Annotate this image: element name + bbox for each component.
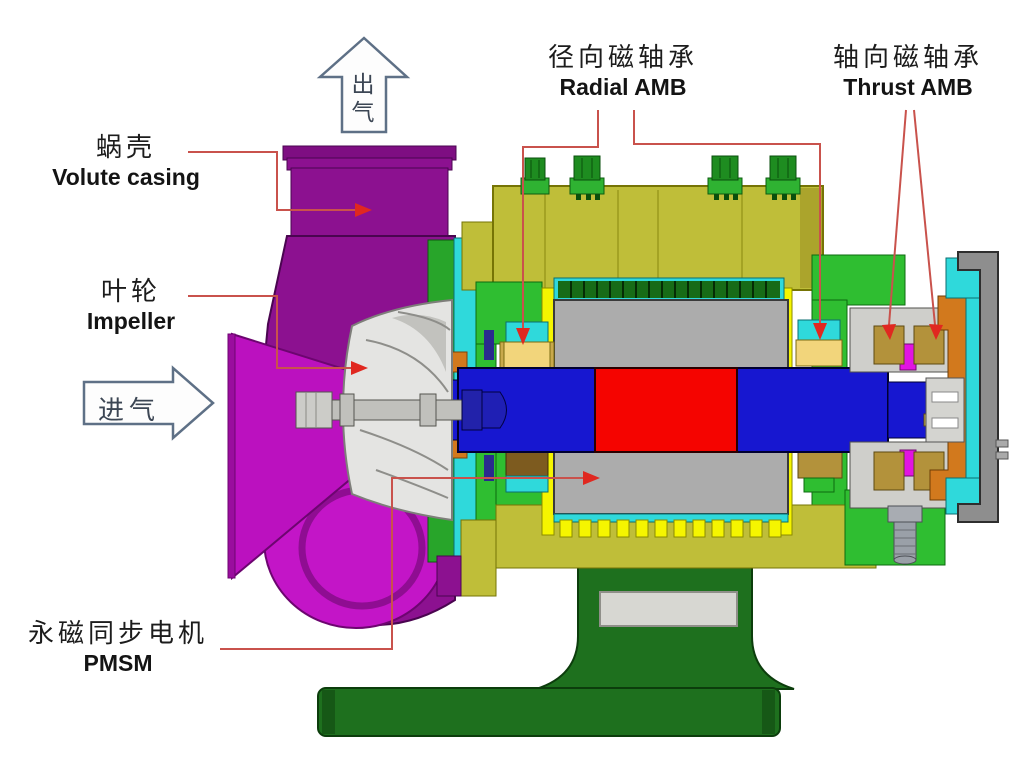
- stator-core-bottom-shape: [553, 451, 789, 515]
- base-pedestal-shape: [317, 555, 795, 737]
- inlet-arrow-label: 进气: [98, 396, 161, 426]
- leader-radial-right: [633, 110, 821, 326]
- drain-screw-shape: [887, 505, 923, 565]
- inlet-flow-arrow-shape: [82, 365, 215, 441]
- winding-teeth-shape: [559, 519, 782, 538]
- leader-thrust-right: [913, 109, 936, 326]
- shaft-tie-rod-shape: [295, 389, 507, 431]
- leader-lines: [188, 109, 936, 650]
- outlet-arrow-label: 出气: [351, 72, 375, 126]
- permanent-magnet-shape: [594, 367, 738, 453]
- leader-radial-left: [522, 110, 599, 330]
- thrust-amb-label-en: Thrust AMB: [843, 73, 973, 100]
- thrust-amb-label-zh: 轴向磁轴承: [832, 43, 983, 73]
- rotor-shaft-shape: [443, 367, 929, 453]
- leader-impeller: [188, 295, 352, 369]
- impeller-callout: 叶轮 Impeller: [35, 277, 227, 335]
- leader-arrowheads: [351, 203, 943, 485]
- impeller-label-en: Impeller: [86, 307, 176, 334]
- radial-amb-right-shape: [795, 319, 843, 493]
- outlet-pipe-shape: [290, 167, 449, 239]
- pmsm-label-en: PMSM: [83, 649, 153, 676]
- stator-lamination-shape: [558, 281, 780, 298]
- volute-label-en: Volute casing: [52, 163, 200, 190]
- nameplate-shape: [599, 591, 738, 627]
- radial-amb-label-en: Radial AMB: [559, 73, 687, 100]
- volute-label-zh: 蜗壳: [95, 133, 156, 163]
- pmsm-callout: 永磁同步电机 PMSM: [14, 619, 222, 677]
- cable-connectors-shape: [520, 155, 801, 200]
- stator-core-top-shape: [553, 299, 789, 369]
- pmsm-label-zh: 永磁同步电机: [27, 619, 208, 649]
- leader-volute: [188, 151, 356, 211]
- shaft-nut-shape: [295, 391, 333, 429]
- impeller-label-zh: 叶轮: [100, 277, 161, 307]
- volute-callout: 蜗壳 Volute casing: [28, 133, 224, 191]
- radial-amb-label-zh: 径向磁轴承: [547, 43, 698, 73]
- end-cover-ring-shape: [957, 251, 999, 523]
- leader-thrust-left: [888, 109, 907, 326]
- radial-amb-callout: 径向磁轴承 Radial AMB: [533, 43, 713, 101]
- thrust-amb-shape: [849, 251, 1009, 565]
- thrust-amb-callout: 轴向磁轴承 Thrust AMB: [818, 43, 998, 101]
- leader-pmsm: [220, 477, 584, 650]
- outlet-flow-arrow-shape: [316, 36, 411, 134]
